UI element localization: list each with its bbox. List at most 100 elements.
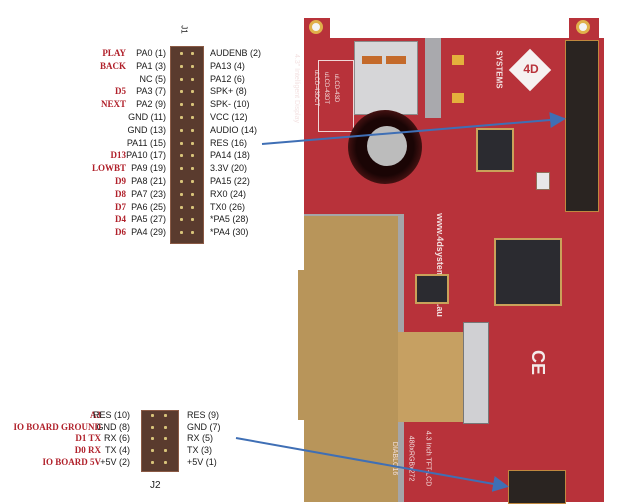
header-pin [151, 425, 154, 429]
header-pin [180, 231, 183, 235]
sd-contacts [362, 56, 382, 64]
pin-label-right: TX (3) [187, 445, 213, 456]
pin-label-right: SPK- (10) [210, 99, 250, 110]
pin-function-label: BACK [99, 60, 126, 71]
header-pin [191, 141, 194, 145]
pin-function-label: IO BOARD GROUND [13, 421, 101, 432]
pin-label-left: PA3 (7) [136, 86, 166, 97]
pin-label-right: PA14 (18) [210, 150, 250, 161]
pin-function-label: D1 TX [75, 433, 101, 444]
pin-function-label: D0 RX [74, 445, 101, 456]
header-pin [180, 128, 183, 132]
j2-arrow [235, 437, 509, 492]
pin-label-right: PA15 (22) [210, 176, 250, 186]
pin-label-right: *PA4 (30) [210, 227, 249, 238]
header-pin [164, 425, 167, 429]
mounting-hole-left [309, 20, 323, 34]
pin-label-left: PA9 (19) [131, 163, 166, 174]
header-pin [151, 460, 154, 464]
header-pin [191, 52, 194, 55]
header-pin [164, 437, 167, 441]
pin-function-label: D6 [115, 227, 126, 238]
pin-label-left: PA4 (29) [131, 227, 166, 238]
pin-label-right: RES (16) [210, 137, 248, 148]
pin-label-left: GND (11) [128, 112, 166, 122]
fpc-connector [463, 322, 489, 424]
header-pin [151, 449, 154, 453]
header-pin [191, 231, 194, 235]
pin-label-left: NC (5) [139, 73, 167, 84]
pin-label-right: TX0 (26) [210, 201, 246, 212]
lcd-flex-cable [398, 332, 470, 422]
pin-label-right: VCC (12) [210, 112, 248, 122]
metal-rail [425, 38, 441, 118]
header-pin [180, 180, 183, 183]
pin-label-left: PA7 (23) [131, 188, 166, 199]
pin-function-label: A3 [90, 410, 101, 420]
pin-label-left: PA2 (9) [136, 99, 166, 110]
pin-function-label: NEXT [100, 99, 126, 110]
pin-function-label: D13 [110, 150, 127, 161]
header-pin [191, 218, 194, 222]
pin-label-left: PA6 (25) [131, 201, 166, 212]
header-pin [180, 167, 183, 171]
header-pin [180, 218, 183, 222]
pin-label-right: PA12 (6) [210, 73, 245, 84]
board-top-gap [330, 18, 569, 38]
header-pin [180, 77, 183, 81]
pin-label-left: PA1 (3) [136, 60, 166, 71]
pin-label-left: RX (6) [103, 433, 130, 444]
header-pin [180, 103, 183, 107]
header-pin [191, 154, 194, 158]
sd-contacts [386, 56, 406, 64]
pin-label-left: TX (4) [104, 445, 130, 456]
pin-label-left: GND (8) [96, 421, 131, 432]
ic-chip-medium [415, 274, 449, 304]
j1-title: J1 [179, 25, 189, 34]
pin-function-label: IO BOARD 5V [42, 456, 101, 467]
pin-label-right: *PA5 (28) [210, 214, 249, 225]
header-pin [191, 167, 194, 171]
header-pin [180, 154, 183, 158]
pin-function-label: D9 [115, 176, 126, 186]
header-pin [191, 64, 194, 68]
lcd-flex-panel [304, 216, 398, 502]
pin-label-right: PA13 (4) [210, 60, 245, 71]
pin-label-right: SPK+ (8) [210, 86, 247, 97]
pin-function-label: D5 [115, 86, 126, 97]
pin-function-label: PLAY [102, 48, 126, 58]
header-pin [164, 460, 167, 464]
lcd-flex-tab [298, 270, 306, 420]
pin-label-left: PA0 (1) [136, 48, 166, 58]
pin-label-right: RX (5) [187, 433, 214, 444]
pin-label-left: RES (10) [92, 410, 130, 420]
gold-pad [452, 93, 464, 103]
j1-arrow [261, 112, 566, 145]
header-pin [191, 77, 194, 81]
header-pin [191, 128, 194, 132]
pin-label-left: PA8 (21) [131, 176, 166, 186]
header-pin [191, 192, 194, 196]
microsd-slot [354, 41, 418, 115]
header-pin [164, 449, 167, 453]
pin-label-right: +5V (1) [187, 456, 217, 467]
mounting-hole-right [576, 20, 590, 34]
pin-label-right: RX0 (24) [210, 188, 247, 199]
crystal [536, 172, 550, 190]
variant-silk-box [318, 60, 354, 132]
header-pin [191, 180, 194, 183]
header-pin [151, 437, 154, 441]
pin-label-right: 3.3V (20) [210, 163, 248, 174]
gold-pad [452, 55, 464, 65]
pin-function-label: D7 [115, 201, 126, 212]
j2-title: J2 [150, 480, 161, 491]
header-pin [191, 116, 194, 119]
header-pin [191, 90, 194, 94]
j1-header [170, 46, 204, 244]
header-pin [164, 414, 167, 417]
pin-function-label: LOWBT [91, 163, 126, 174]
pin-label-right: AUDENB (2) [210, 48, 262, 58]
header-pin [151, 414, 154, 417]
pin-label-left: PA10 (17) [126, 150, 166, 161]
